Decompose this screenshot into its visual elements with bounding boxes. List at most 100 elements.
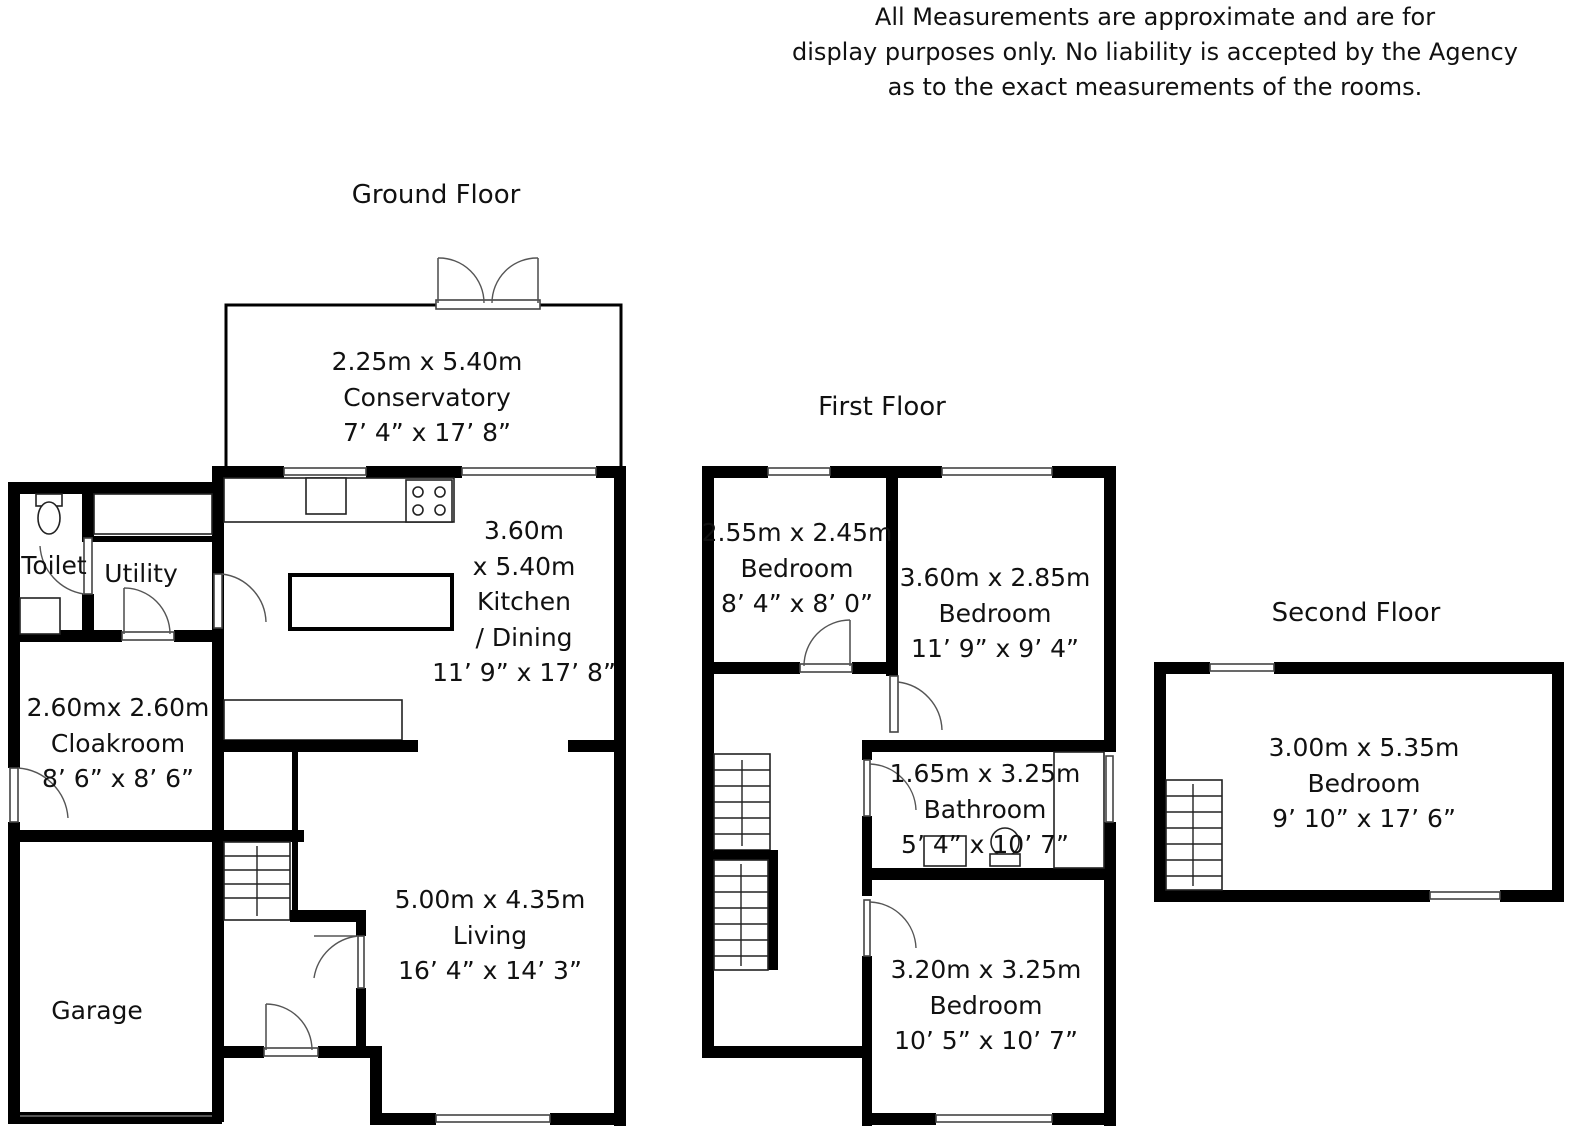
wall bbox=[768, 850, 778, 970]
room-name: Bedroom bbox=[938, 598, 1052, 628]
room-metric: 2.60mx 2.60m bbox=[26, 693, 210, 722]
room-imperial: 8’ 6” x 8’ 6” bbox=[41, 764, 194, 793]
wall bbox=[1154, 890, 1430, 902]
wall bbox=[82, 482, 94, 538]
room-label-kitchen: 3.60m x 5.40m Kitchen / Dining 11’ 9” x … bbox=[432, 513, 616, 691]
wall bbox=[1052, 1113, 1116, 1125]
wall bbox=[356, 988, 366, 1048]
wall bbox=[862, 740, 872, 760]
hob bbox=[405, 479, 453, 523]
wall bbox=[714, 850, 778, 860]
basin bbox=[923, 835, 967, 867]
wall bbox=[8, 1112, 222, 1124]
wall bbox=[174, 630, 222, 642]
wall bbox=[852, 662, 898, 674]
wall bbox=[290, 910, 366, 922]
wall bbox=[212, 628, 222, 842]
wall bbox=[212, 466, 284, 478]
wall bbox=[292, 752, 298, 912]
room-name: Bedroom bbox=[1307, 768, 1421, 798]
second-floor-plan bbox=[1154, 662, 1564, 902]
room-name: / Dining bbox=[475, 622, 573, 652]
room-label-cloakroom: 2.60mx 2.60m Cloakroom 8’ 6” x 8’ 6” bbox=[27, 690, 210, 797]
wall bbox=[1104, 822, 1116, 1126]
room-metric: 3.20m x 3.25m bbox=[890, 955, 1082, 984]
room-name: Utility bbox=[104, 559, 178, 588]
room-metric: 1.65m x 3.25m bbox=[889, 759, 1081, 788]
room-name: Bedroom bbox=[929, 990, 1043, 1020]
staircase bbox=[1165, 779, 1223, 891]
room-imperial: 5’ 4” x 10’ 7” bbox=[901, 830, 1069, 859]
second-floor-title: Second Floor bbox=[1271, 598, 1441, 628]
disclaimer-line: display purposes only. No liability is a… bbox=[792, 38, 1518, 66]
window bbox=[935, 1114, 1053, 1123]
room-name: Living bbox=[452, 920, 528, 950]
wall bbox=[702, 466, 714, 1056]
wall bbox=[318, 1046, 380, 1058]
wall bbox=[702, 466, 768, 478]
wall bbox=[366, 466, 462, 478]
toilet-bowl bbox=[37, 501, 61, 535]
window bbox=[357, 935, 365, 989]
window bbox=[1209, 663, 1275, 672]
wall bbox=[1154, 662, 1210, 674]
room-label-living: 5.00m x 4.35m Living 16’ 4” x 14’ 3” bbox=[395, 882, 586, 989]
window bbox=[461, 467, 597, 476]
room-metric: 5.00m x 4.35m bbox=[394, 885, 586, 914]
wall bbox=[8, 830, 304, 842]
wall bbox=[862, 1113, 936, 1125]
window bbox=[435, 1114, 551, 1123]
window bbox=[263, 1047, 319, 1057]
disclaimer-line: as to the exact measurements of the room… bbox=[887, 73, 1423, 101]
window bbox=[283, 467, 367, 476]
wall bbox=[212, 1046, 264, 1058]
room-label-bedroom-c: 3.20m x 3.25m Bedroom 10’ 5” x 10’ 7” bbox=[891, 952, 1082, 1059]
disclaimer-note: All Measurements are approximate and are… bbox=[760, 0, 1550, 105]
room-name: Conservatory bbox=[343, 382, 511, 412]
window bbox=[941, 467, 1053, 476]
wall bbox=[862, 740, 1116, 752]
first-floor-plan bbox=[702, 466, 1116, 1126]
wall bbox=[222, 740, 418, 752]
wall bbox=[8, 482, 20, 768]
room-name: Bedroom bbox=[740, 553, 854, 583]
window bbox=[1105, 755, 1114, 823]
room-metric: 3.00m x 5.35m bbox=[1268, 733, 1460, 762]
wall bbox=[370, 1113, 436, 1125]
window bbox=[767, 467, 831, 476]
room-label-garage: Garage bbox=[51, 993, 143, 1029]
room-name: Cloakroom bbox=[50, 728, 186, 758]
wall bbox=[550, 1113, 626, 1125]
wall bbox=[614, 466, 626, 1126]
room-metric: 3.60m x 2.85m bbox=[899, 563, 1091, 592]
french-doors bbox=[435, 257, 541, 310]
wall bbox=[702, 1046, 872, 1058]
room-imperial: 8’ 4” x 8’ 0” bbox=[720, 589, 874, 618]
shower-tray bbox=[1053, 751, 1105, 869]
wall bbox=[702, 662, 800, 674]
wall bbox=[1052, 466, 1114, 478]
disclaimer-line: All Measurements are approximate and are… bbox=[874, 3, 1436, 31]
room-label-bedroom-b: 3.60m x 2.85m Bedroom 11’ 9” x 9’ 4” bbox=[900, 560, 1091, 667]
wall bbox=[356, 910, 366, 936]
window bbox=[889, 675, 899, 733]
room-label-attic-bedroom: 3.00m x 5.35m Bedroom 9’ 10” x 17’ 6” bbox=[1269, 730, 1460, 837]
room-name: Bathroom bbox=[923, 794, 1047, 824]
wall bbox=[568, 740, 626, 752]
room-label-bathroom: 1.65m x 3.25m Bathroom 5’ 4” x 10’ 7” bbox=[890, 756, 1081, 863]
wall bbox=[886, 466, 898, 676]
wall bbox=[1552, 662, 1564, 902]
room-imperial: 11’ 9” x 17’ 8” bbox=[432, 658, 616, 687]
wall bbox=[1154, 662, 1166, 902]
room-metric: 2.55m x 2.45m bbox=[701, 518, 893, 547]
wall bbox=[862, 816, 872, 896]
room-imperial: 11’ 9” x 9’ 4” bbox=[911, 634, 1079, 663]
room-label-conservatory: 2.25m x 5.40m Conservatory 7’ 4” x 17’ 8… bbox=[332, 344, 523, 451]
sink bbox=[305, 477, 347, 515]
room-metric: 2.25m x 5.40m bbox=[331, 347, 523, 376]
toilet-cistern bbox=[989, 853, 1021, 867]
room-imperial: 16’ 4” x 14’ 3” bbox=[398, 956, 582, 985]
window bbox=[83, 537, 93, 595]
basin bbox=[19, 597, 61, 635]
